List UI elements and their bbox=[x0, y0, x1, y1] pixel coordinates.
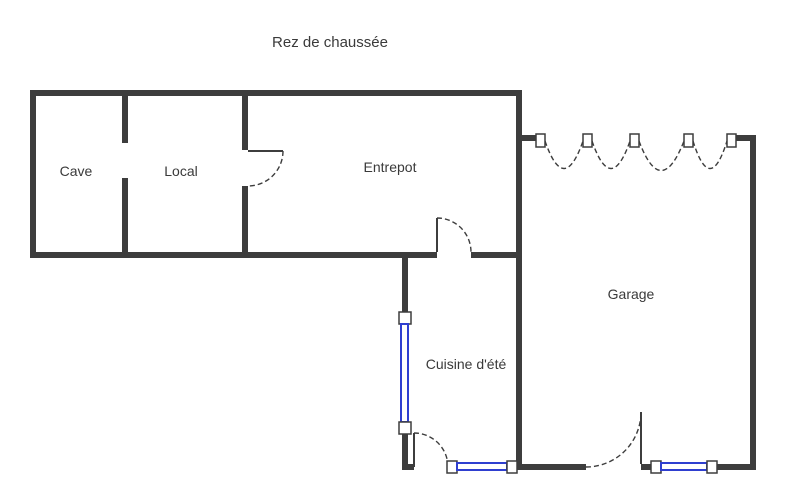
wall-segment bbox=[402, 258, 408, 312]
door-post bbox=[582, 133, 593, 148]
door-post bbox=[726, 133, 737, 148]
wall-segment bbox=[516, 90, 522, 470]
window-jamb bbox=[650, 460, 662, 474]
door-swing-arc bbox=[638, 140, 685, 172]
wall-segment bbox=[30, 90, 522, 96]
door-swing-arc bbox=[247, 150, 284, 187]
door-swing-arc bbox=[692, 140, 728, 170]
room-label-cave: Cave bbox=[60, 163, 93, 179]
plan-title: Rez de chaussée bbox=[272, 34, 388, 51]
wall-segment bbox=[30, 252, 437, 258]
door-swing-arc bbox=[591, 140, 631, 170]
walls bbox=[30, 90, 756, 470]
wall-segment bbox=[717, 464, 756, 470]
windows bbox=[398, 311, 718, 474]
wall-segment bbox=[242, 186, 248, 252]
door-post bbox=[629, 133, 640, 148]
wall-segment bbox=[641, 464, 651, 470]
wall-segment bbox=[750, 135, 756, 470]
room-label-entrepot: Entrepot bbox=[364, 159, 417, 175]
door-post bbox=[683, 133, 694, 148]
doors bbox=[247, 140, 728, 468]
door-post bbox=[535, 133, 546, 148]
wall-segment bbox=[402, 464, 414, 470]
wall-segment bbox=[522, 135, 536, 141]
door-swing-arc bbox=[544, 140, 584, 170]
window-jamb bbox=[506, 460, 518, 474]
wall-segment bbox=[736, 135, 756, 141]
room-label-cuisine: Cuisine d'été bbox=[426, 356, 507, 372]
wall-segment bbox=[402, 434, 408, 470]
wall-segment bbox=[122, 96, 128, 143]
wall-segment bbox=[242, 96, 248, 150]
door-swing-arc bbox=[585, 411, 642, 468]
door-posts bbox=[535, 133, 737, 148]
wall-segment bbox=[30, 90, 36, 258]
room-label-garage: Garage bbox=[608, 286, 655, 302]
window bbox=[456, 462, 508, 471]
window-jamb bbox=[706, 460, 718, 474]
wall-segment bbox=[471, 252, 522, 258]
wall-segment bbox=[522, 464, 586, 470]
wall-segment bbox=[122, 178, 128, 252]
window-jamb bbox=[446, 460, 458, 474]
window-jamb bbox=[398, 421, 412, 435]
labels: Rez de chaussée Cave Local Entrepot Gara… bbox=[60, 34, 655, 372]
window bbox=[660, 462, 708, 471]
room-label-local: Local bbox=[164, 163, 197, 179]
window bbox=[400, 323, 409, 423]
window-jamb bbox=[398, 311, 412, 325]
door-swing-arc bbox=[436, 217, 472, 253]
door-swing-arc bbox=[413, 432, 449, 468]
